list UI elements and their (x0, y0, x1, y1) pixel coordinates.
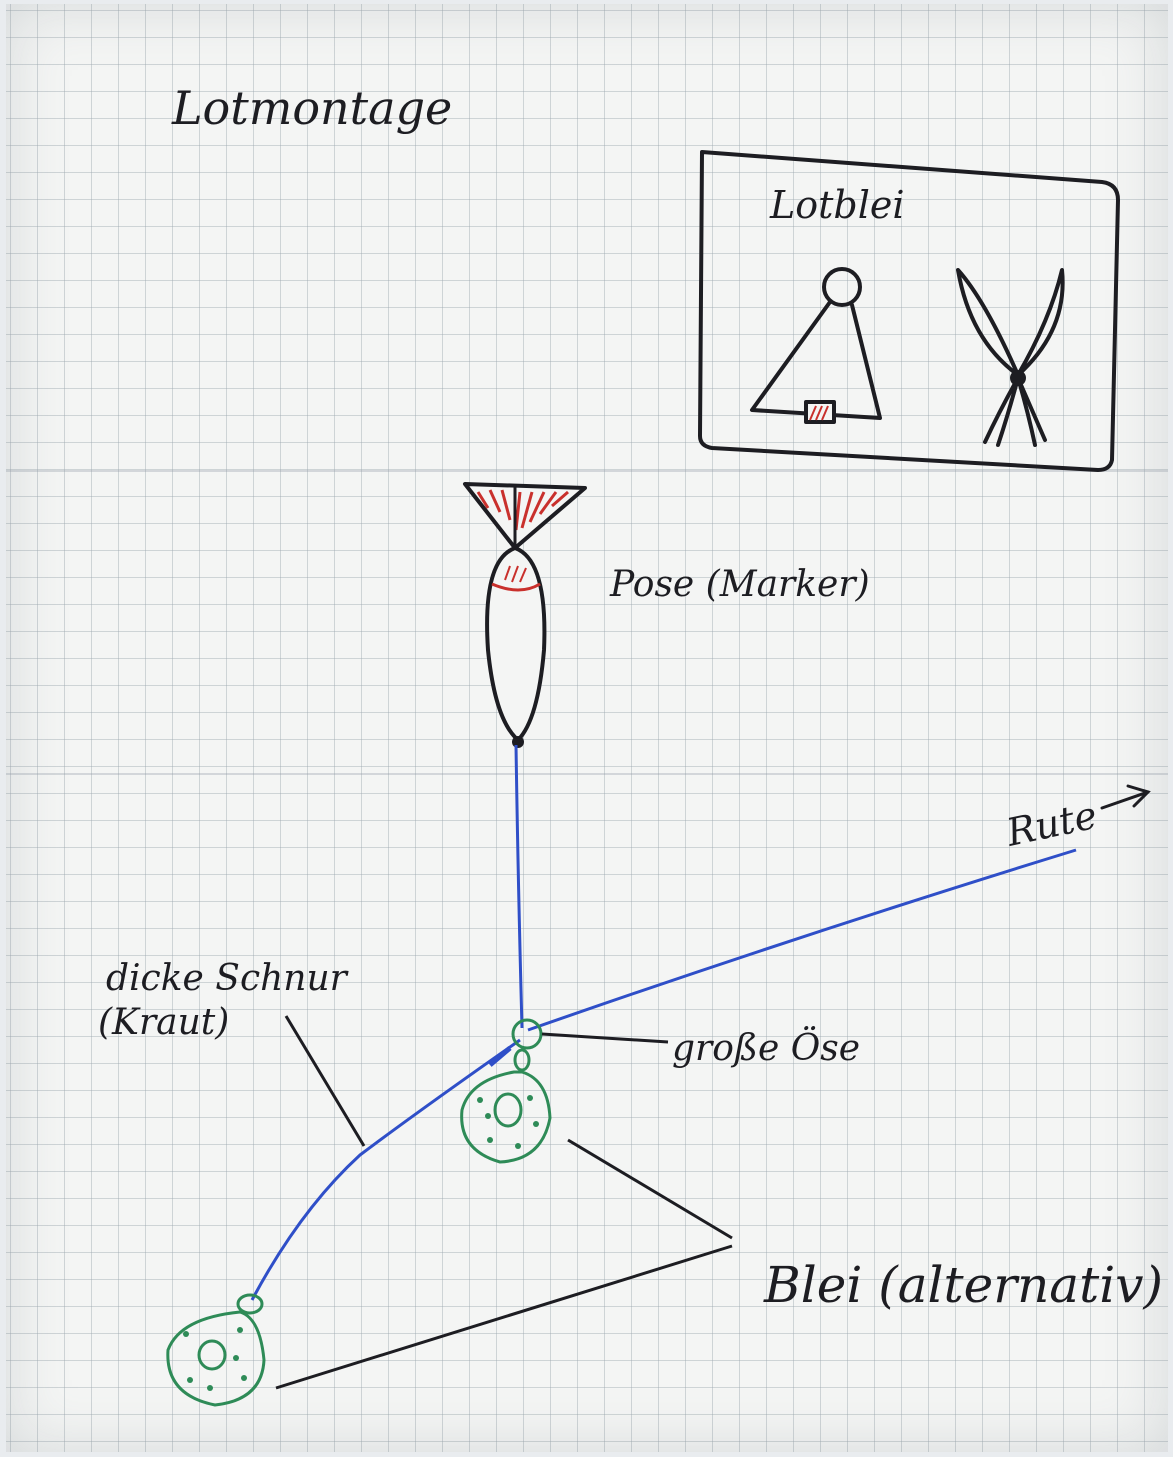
thick-line-label-1: dicke Schnur (106, 958, 349, 999)
paper-fold (6, 470, 1168, 472)
float-label: Pose (Marker) (609, 564, 870, 605)
claw-knot-icon (1010, 370, 1026, 386)
inset-label: Lotblei (769, 183, 905, 227)
sketch-title: Lotmontage (171, 81, 452, 135)
pyramid-lead-icon (750, 267, 882, 424)
line-knot (488, 1046, 512, 1067)
inset-box-lotblei (698, 150, 1120, 472)
claw-lead-icon (956, 268, 1065, 447)
rod-label: Rute (1002, 793, 1101, 855)
eye-pointer (541, 1032, 669, 1044)
thick-line-pointer (284, 1015, 366, 1147)
weight-pointer-upper (567, 1138, 733, 1240)
thick-line-label-2: (Kraut) (98, 1002, 229, 1043)
pyramid-mark-icon (809, 405, 829, 421)
float-pose-icon (463, 482, 587, 748)
paper-fold (6, 773, 1168, 775)
rod-arrow-icon (1100, 784, 1151, 810)
big-eye-icon (511, 1018, 543, 1050)
rod-line (527, 848, 1077, 1032)
eye-label: große Öse (672, 1027, 860, 1069)
weight-pointer-lower (275, 1244, 733, 1390)
thick-line (250, 1038, 521, 1301)
lead-weight-upper (460, 1048, 552, 1164)
lead-weight-lower (166, 1293, 266, 1407)
weight-label: Blei (alternativ) (763, 1256, 1163, 1314)
vertical-line (514, 744, 524, 1029)
graph-paper-sheet (6, 4, 1168, 1452)
